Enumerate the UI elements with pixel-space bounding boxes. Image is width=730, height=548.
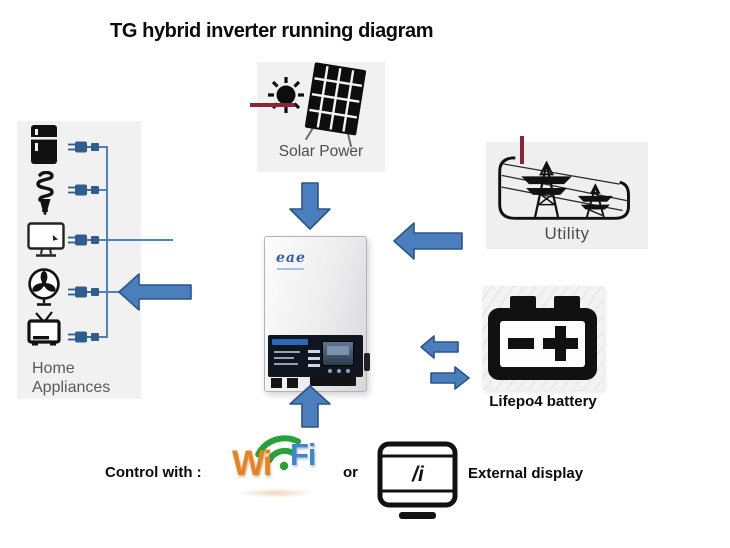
page-title: TG hybrid inverter running diagram — [110, 20, 434, 42]
computer-monitor-icon — [27, 222, 65, 257]
refrigerator-icon — [31, 125, 57, 164]
battery-node — [482, 286, 603, 390]
cfl-bulb-icon — [36, 171, 54, 215]
inverter-brand-logo: eae — [276, 250, 306, 266]
home-appliances-node: Home Appliances — [17, 121, 141, 399]
display-glyph: /i — [411, 463, 425, 486]
utility-red-mark — [520, 136, 524, 164]
solar-power-label: Solar Power — [278, 143, 364, 160]
inverter-side-knob — [364, 353, 370, 371]
solar-red-mark — [250, 103, 295, 107]
inverter-device: eae — [264, 236, 370, 392]
control-with-label: Control with : — [105, 464, 202, 481]
utility-node: Utility — [486, 142, 648, 249]
wifi-waves-icon — [255, 435, 302, 471]
wifi-logo: Wi Fi — [230, 422, 336, 506]
battery-icon — [488, 296, 597, 380]
external-display-icon: /i — [377, 441, 458, 519]
external-display-label: External display — [468, 465, 584, 482]
inverter-terminal-bar — [310, 376, 356, 386]
wifi-fi-text: Fi — [290, 437, 317, 472]
or-label: or — [343, 464, 358, 481]
power-towers-icon — [498, 156, 630, 220]
fan-icon — [28, 268, 60, 306]
arrow-utility-to-inverter — [393, 222, 463, 260]
solar-panel-icon — [304, 62, 367, 148]
wifi-wi-text: Wi — [232, 444, 272, 483]
inverter-brand-tagline — [277, 268, 304, 270]
solar-power-node: Solar Power — [257, 62, 385, 172]
inverter-control-panel — [268, 335, 363, 377]
inverter-panel-label — [272, 339, 308, 345]
small-tower — [577, 183, 613, 219]
inverter-lcd-display — [322, 341, 354, 366]
utility-label: Utility — [544, 224, 590, 243]
arrow-inverter-to-battery — [430, 366, 470, 390]
arrow-solar-to-inverter — [289, 182, 331, 230]
arrow-battery-to-inverter — [420, 335, 459, 359]
inverter-connector — [271, 378, 282, 388]
big-tower — [521, 160, 572, 219]
arrow-control-to-inverter — [289, 385, 331, 428]
tv-icon — [27, 311, 61, 346]
sun-icon — [268, 77, 304, 113]
battery-label: Lifepo4 battery — [489, 393, 597, 410]
home-appliances-label: Home Appliances — [32, 360, 111, 396]
inverter-connector — [287, 378, 298, 388]
wifi-logo-shadow — [238, 488, 314, 498]
